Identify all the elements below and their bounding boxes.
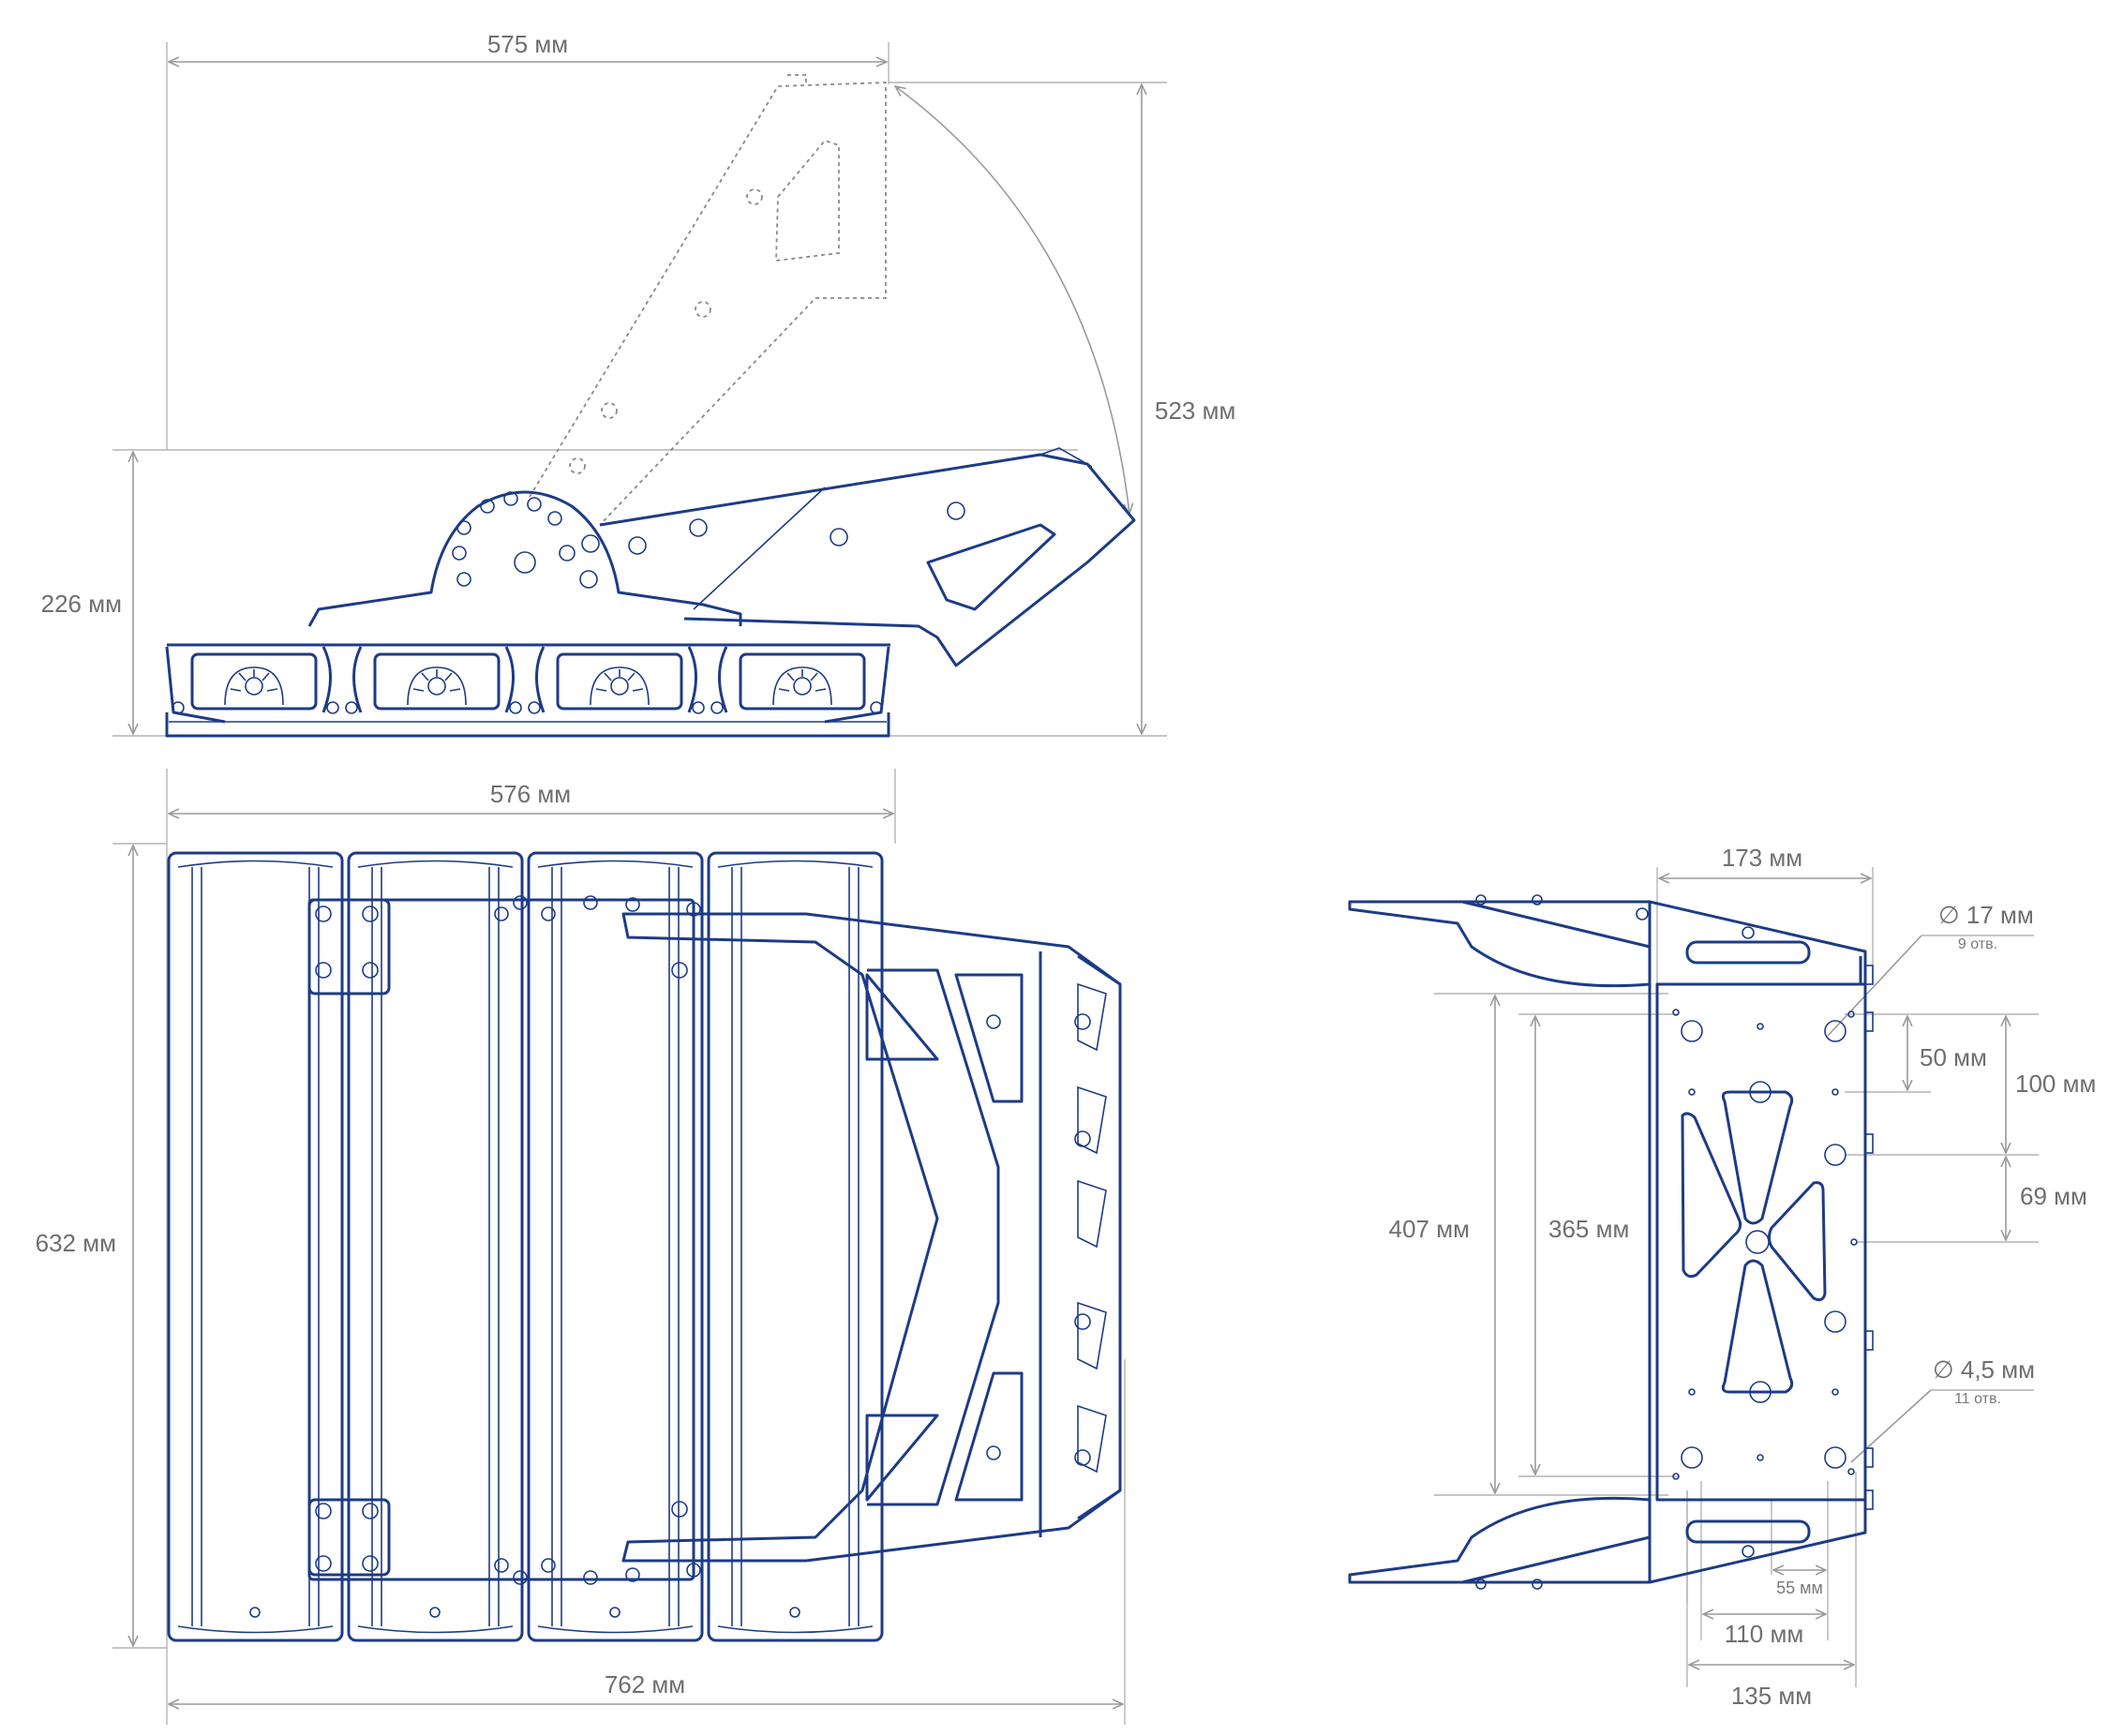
bracket-top-width-label: 173 мм	[1722, 844, 1802, 872]
width-110-label: 110 мм	[1725, 1620, 1803, 1648]
side-width-label: 575 мм	[487, 30, 568, 58]
side-view: 575 мм 523 мм 226 мм	[41, 30, 1235, 738]
mount-plate	[307, 490, 742, 627]
height-407-label: 407 мм	[1389, 1215, 1470, 1243]
top-height-label: 632 мм	[36, 1229, 116, 1257]
side-base-height-label: 226 мм	[41, 590, 122, 618]
hole-small-count-label: 11 отв.	[1954, 1391, 2001, 1407]
spacing-100-label: 100 мм	[2015, 1070, 2096, 1098]
hole-small-label: ∅ 4,5 мм	[1933, 1355, 2035, 1384]
height-365-label: 365 мм	[1548, 1215, 1629, 1243]
top-mount-plate	[307, 895, 701, 1585]
lamp-modules-top	[167, 851, 884, 1642]
top-total-width-label: 762 мм	[605, 1670, 685, 1699]
side-height-label: 523 мм	[1155, 397, 1235, 425]
top-width-label: 576 мм	[490, 780, 571, 808]
hole-large-count-label: 9 отв.	[1958, 936, 1997, 952]
tilted-bracket	[599, 447, 1136, 667]
hole-large-label: ∅ 17 мм	[1938, 901, 2034, 929]
bracket-view: 173 мм ∅ 17 мм 9 отв. 50 мм 100 мм 69 мм…	[1348, 844, 2096, 1710]
spacing-69-label: 69 мм	[2020, 1182, 2087, 1210]
lamp-modules-side	[165, 643, 890, 738]
raised-bracket-ghost	[529, 74, 887, 526]
rotation-arc	[895, 86, 1129, 514]
bracket-body	[1348, 894, 1874, 1590]
top-bracket	[621, 912, 1122, 1563]
spacing-55-label: 55 мм	[1776, 1579, 1823, 1597]
top-view: 576 мм 632 мм 762 мм	[36, 769, 1126, 1725]
spacing-50-label: 50 мм	[1920, 1043, 1987, 1071]
width-135-label: 135 мм	[1731, 1682, 1812, 1710]
